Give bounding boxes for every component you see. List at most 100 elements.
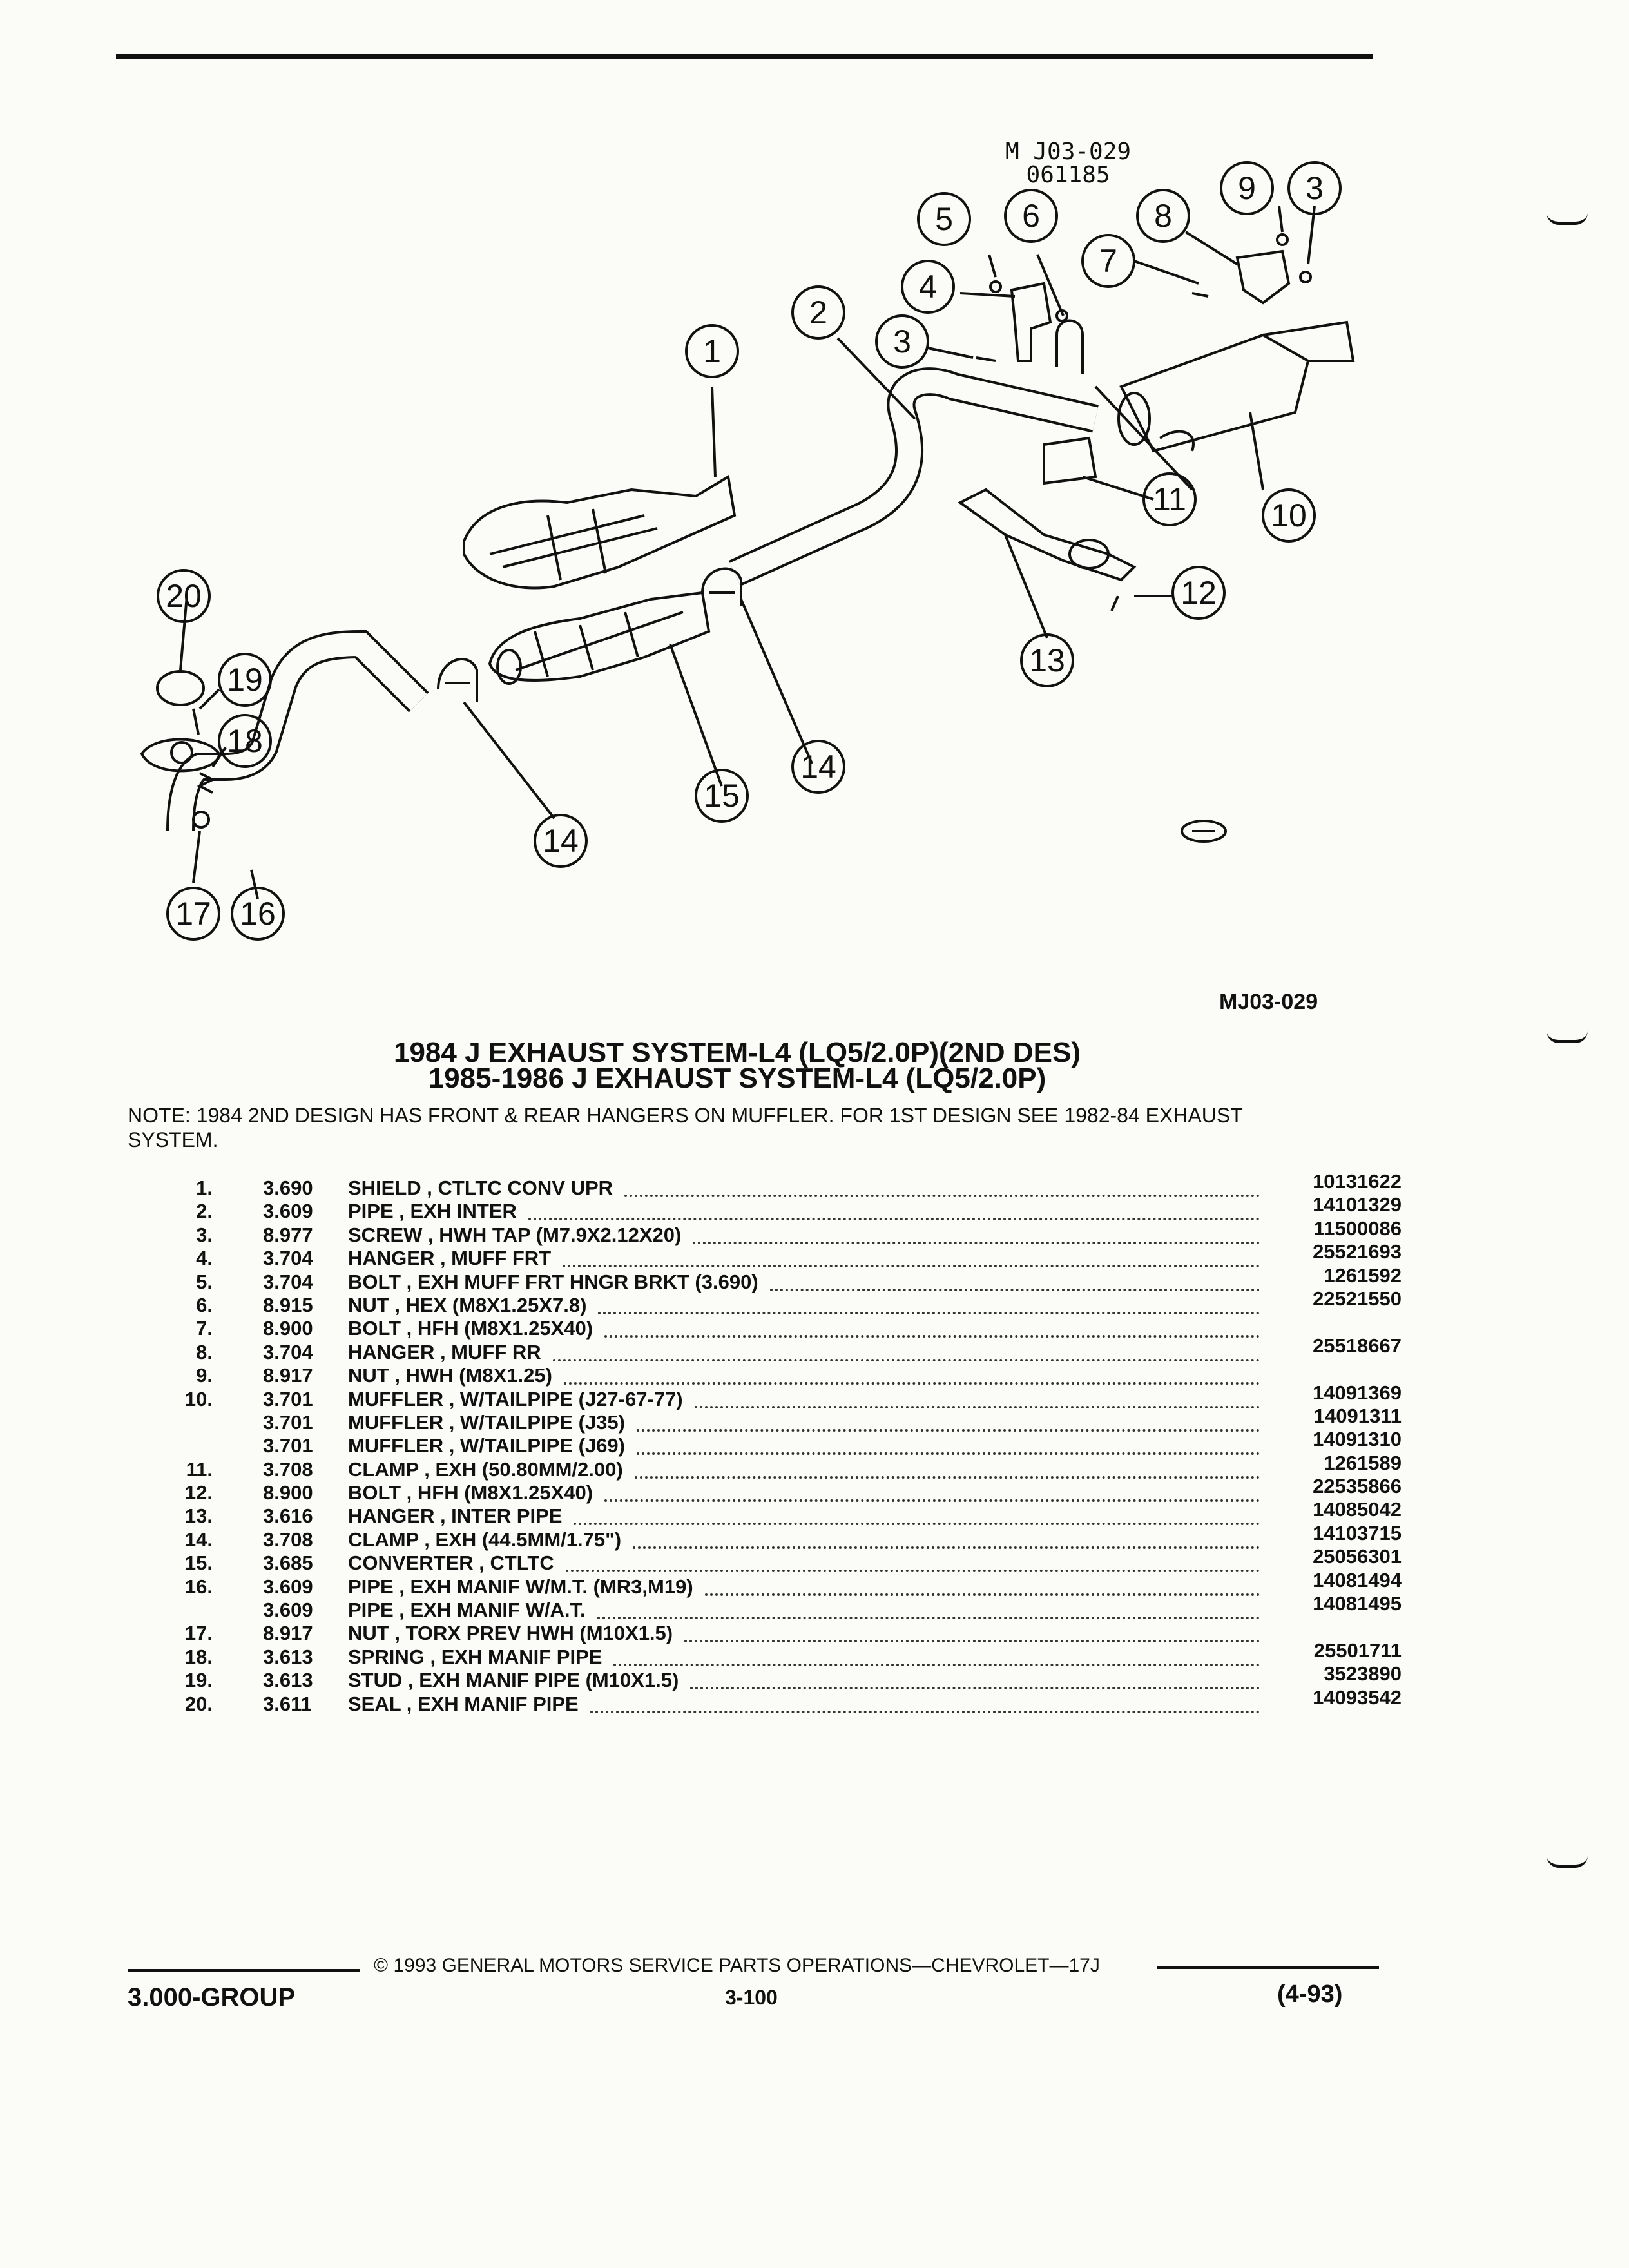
part-description: MUFFLER , W/TAILPIPE (J27-67-77) xyxy=(348,1387,683,1410)
svg-text:9: 9 xyxy=(1238,170,1256,206)
svg-text:1: 1 xyxy=(703,333,721,369)
part-item-number: 8. xyxy=(196,1340,213,1363)
leader-dots xyxy=(597,1617,1260,1620)
part-number: 14103715 xyxy=(1313,1521,1402,1544)
leader-dots xyxy=(563,1265,1260,1268)
part-group-number: 3.690 xyxy=(263,1177,313,1199)
part-description: MUFFLER , W/TAILPIPE (J69) xyxy=(348,1434,625,1457)
part-item-number: 6. xyxy=(196,1293,213,1316)
callout-14a xyxy=(791,740,845,794)
exh-spring xyxy=(197,772,216,794)
part-number: 14081494 xyxy=(1313,1568,1402,1591)
part-group-number: 3.701 xyxy=(263,1434,313,1457)
svg-text:16: 16 xyxy=(240,896,276,932)
callout-12 xyxy=(1171,566,1226,620)
callout-6 xyxy=(1004,189,1058,243)
u-clamp xyxy=(1055,319,1084,374)
part-item-number: 16. xyxy=(184,1575,213,1598)
part-group-number: 3.704 xyxy=(263,1340,313,1363)
leader-dots xyxy=(690,1687,1260,1690)
part-description: NUT , HEX (M8X1.25X7.8) xyxy=(348,1293,587,1316)
leader-dots xyxy=(695,1405,1260,1408)
leader-dots xyxy=(598,1311,1260,1314)
rear-hanger xyxy=(1235,249,1291,305)
leader-dots xyxy=(635,1475,1260,1479)
top-rule xyxy=(116,54,1373,59)
part-item-number: 19. xyxy=(184,1669,213,1692)
part-number: 14091311 xyxy=(1313,1404,1402,1427)
part-item-number: 17. xyxy=(184,1622,213,1645)
part-item-number: 15. xyxy=(184,1552,213,1575)
leader-dots xyxy=(566,1570,1260,1573)
callout-19 xyxy=(218,653,272,707)
exhaust-system-diagram: 1 2 3 3 4 5 6 7 8 9 10 11 12 13 14 14 15… xyxy=(140,161,1355,941)
part-item-number: 4. xyxy=(196,1247,213,1270)
part-item-number: 9. xyxy=(196,1364,213,1387)
leader-dots xyxy=(705,1593,1260,1596)
binding-mark xyxy=(1547,1856,1588,1868)
callout-8 xyxy=(1136,189,1190,243)
footer-date: (4-93) xyxy=(1277,1981,1343,2008)
front-hanger xyxy=(1010,282,1052,362)
svg-text:18: 18 xyxy=(227,723,263,759)
figure-id-bottom: MJ03-029 xyxy=(1219,990,1318,1014)
svg-text:3: 3 xyxy=(893,323,911,360)
part-number: 10131622 xyxy=(1313,1170,1402,1193)
converter-shield xyxy=(463,474,737,590)
footer-rule-left xyxy=(128,1969,360,1972)
inter-pipe-hanger xyxy=(958,488,1137,582)
part-group-number: 8.977 xyxy=(263,1223,313,1246)
part-group-number: 8.917 xyxy=(263,1364,313,1387)
part-number: 14091369 xyxy=(1313,1381,1402,1404)
leader-dots xyxy=(553,1358,1260,1361)
part-number: 14091310 xyxy=(1313,1428,1402,1451)
part-description: HANGER , INTER PIPE xyxy=(348,1504,563,1528)
part-group-number: 3.701 xyxy=(263,1410,313,1434)
svg-text:19: 19 xyxy=(227,662,263,698)
callout-15 xyxy=(695,769,749,823)
section-titles: 1984 J EXHAUST SYSTEM-L4 (LQ5/2.0P)(2ND … xyxy=(0,1037,1629,1093)
part-number: 14081495 xyxy=(1313,1592,1402,1615)
part-item-number: 2. xyxy=(196,1200,213,1223)
svg-text:15: 15 xyxy=(704,778,740,814)
title-line-1: 1984 J EXHAUST SYSTEM-L4 (LQ5/2.0P)(2ND … xyxy=(393,1037,1081,1068)
part-group-number: 8.900 xyxy=(263,1317,313,1340)
part-number: 25056301 xyxy=(1313,1545,1402,1568)
part-item-number: 3. xyxy=(196,1223,213,1246)
svg-text:6: 6 xyxy=(1022,198,1040,234)
catalytic-converter xyxy=(488,591,711,685)
callout-2 xyxy=(791,285,845,340)
clamp-left xyxy=(437,658,478,702)
clamp-right xyxy=(701,567,742,606)
leader-dots xyxy=(528,1218,1260,1221)
part-description: SCREW , HWH TAP (M7.9X2.12X20) xyxy=(348,1223,682,1246)
part-item-number: 18. xyxy=(184,1645,213,1668)
callout-20 xyxy=(157,569,211,623)
torx-nut xyxy=(192,811,210,829)
muffler xyxy=(1117,320,1355,453)
callout-7 xyxy=(1081,234,1135,288)
svg-text:12: 12 xyxy=(1181,575,1217,611)
callout-9 xyxy=(1220,161,1274,215)
part-number: 22521550 xyxy=(1313,1287,1402,1310)
part-description: CONVERTER , CTLTC xyxy=(348,1552,554,1575)
part-description: PIPE , EXH INTER xyxy=(348,1200,517,1223)
svg-text:17: 17 xyxy=(175,896,211,932)
part-description: BOLT , HFH (M8X1.25X40) xyxy=(348,1481,593,1504)
callout-3b xyxy=(1287,161,1342,215)
callout-11 xyxy=(1142,472,1197,526)
part-group-number: 3.616 xyxy=(263,1504,313,1528)
gm-logo-mark xyxy=(1181,820,1227,843)
